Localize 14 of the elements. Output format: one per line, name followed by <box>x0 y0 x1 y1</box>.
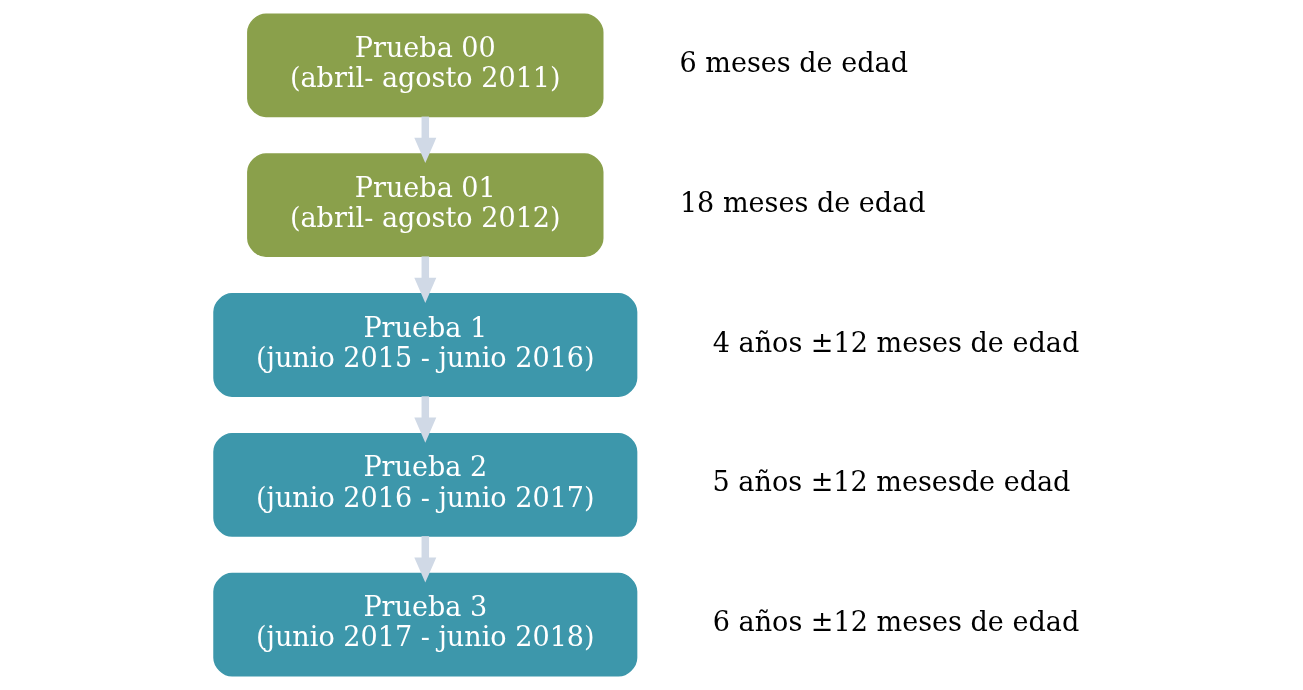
node-box: Prueba 3 (junio 2017 - junio 2018) <box>212 572 637 677</box>
node-box: Prueba 00 (abril- agosto 2011) <box>246 13 603 118</box>
node-label: 5 años ±12 mesesde edad <box>712 466 1070 498</box>
arrow <box>413 536 436 583</box>
arrow <box>413 396 436 443</box>
node-label: 4 años ±12 meses de edad <box>712 326 1079 358</box>
arrow <box>413 116 436 164</box>
node-box: Prueba 01 (abril- agosto 2012) <box>246 153 603 258</box>
node-box: Prueba 2 (junio 2016 - junio 2017) <box>212 432 637 537</box>
node-box: Prueba 1 (junio 2015 - junio 2016) <box>212 293 637 397</box>
node-label: 6 meses de edad <box>678 46 908 78</box>
node-label: 18 meses de edad <box>679 186 926 218</box>
arrow <box>413 256 436 303</box>
node-label: 6 años ±12 meses de edad <box>712 606 1079 638</box>
